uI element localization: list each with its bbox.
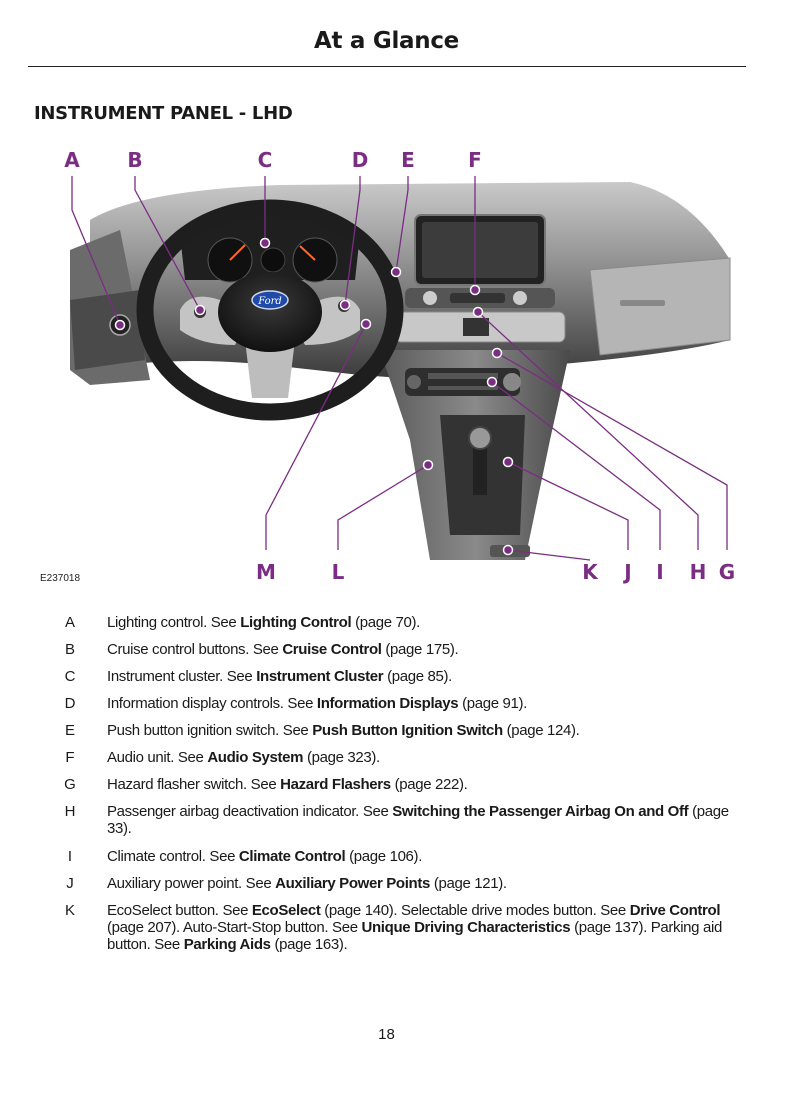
callout-h: H [689,560,707,584]
legend-text: Cruise control buttons. See Cruise Contr… [107,641,742,658]
callout-c: C [257,148,273,172]
legend-letter: A [64,614,75,631]
legend-run: (page 85). [383,668,452,685]
page-header-title: At a Glance [314,28,459,54]
legend-run: Instrument cluster. See [107,668,257,685]
legend-run: (page 70). [351,614,420,631]
legend-run: EcoSelect button. See [107,902,252,919]
legend-text: Information display controls. See Inform… [107,695,742,712]
legend-text: Auxiliary power point. See Auxiliary Pow… [107,875,742,892]
callout-d: D [351,148,369,172]
callout-e: E [401,148,415,172]
legend-run: Push button ignition switch. See [107,722,313,739]
legend-letter: J [66,875,74,892]
legend-run: (page 140). Selectable drive modes butto… [320,902,630,919]
legend-run: (page 121). [430,875,507,892]
legend-run: (page 163). [270,936,348,953]
legend-letter: B [64,641,75,658]
callout-j: J [624,560,632,584]
legend-reference: Parking Aids [183,936,271,953]
legend-run: Auxiliary power point. See [107,875,276,892]
legend-text: Instrument cluster. See Instrument Clust… [107,668,742,685]
header-divider [28,66,746,67]
legend-reference: Drive Control [629,902,721,919]
legend-run: (page 137). Parking aid button. See [107,919,722,953]
callout-a: A [64,148,80,172]
legend-run: Climate control. See [107,848,239,865]
legend-reference: Switching the Passenger Airbag On and Of… [392,803,689,820]
legend-text: Audio unit. See Audio System (page 323). [107,749,742,766]
legend-run: Hazard flasher switch. See [107,776,281,793]
legend-run: (page 207). Auto-Start-Stop button. See [107,919,362,936]
legend-text: Climate control. See Climate Control (pa… [107,848,742,865]
legend-letter: H [64,803,76,820]
callout-i: I [656,560,664,584]
legend-reference: Instrument Cluster [256,668,384,685]
legend-run: (page 106). [345,848,423,865]
legend-text: Hazard flasher switch. See Hazard Flashe… [107,776,742,793]
legend-text: EcoSelect button. See EcoSelect (page 14… [107,902,742,953]
legend-reference: Auxiliary Power Points [275,875,430,892]
legend-run: Audio unit. See [107,749,208,766]
legend-run: Cruise control buttons. See [107,641,283,658]
legend-reference: Hazard Flashers [280,776,391,793]
callout-k: K [582,560,598,584]
page-number: 18 [378,1026,395,1043]
callout-m: M [256,560,276,584]
legend-text: Lighting control. See Lighting Control (… [107,614,742,631]
legend-run: (page 33). [107,803,729,837]
legend-reference: Unique Driving Characteristics [361,919,571,936]
legend-reference: Climate Control [238,848,346,865]
legend-text: Passenger airbag deactivation indicator.… [107,803,742,837]
legend-run: (page 175). [381,641,459,658]
legend-run: Passenger airbag deactivation indicator.… [107,803,393,820]
legend-reference: Push Button Ignition Switch [312,722,503,739]
legend-run: (page 124). [502,722,580,739]
legend-run: Information display controls. See [107,695,317,712]
legend-letter: E [64,722,75,739]
legend-letter: D [64,695,76,712]
legend-run: (page 323). [303,749,380,766]
legend-letter: G [64,776,76,793]
instrument-panel-diagram: Ford A B C D E F M [30,140,760,590]
figure-code: E237018 [40,573,81,584]
callout-b: B [127,148,143,172]
dashboard-illustration: Ford [70,176,731,561]
legend-reference: Audio System [207,749,304,766]
legend-letter: F [65,749,75,766]
legend-reference: Cruise Control [282,641,382,658]
legend-text: Push button ignition switch. See Push Bu… [107,722,742,739]
legend-reference: Lighting Control [240,614,352,631]
callout-l: L [331,560,345,584]
legend-letter: C [64,668,76,685]
legend-reference: EcoSelect [251,902,321,919]
legend-letter: I [67,848,73,865]
legend-run: (page 91). [458,695,527,712]
ford-badge-text: Ford [257,296,282,307]
callout-g: G [718,560,736,584]
legend-run: Lighting control. See [107,614,241,631]
callout-f: F [468,148,482,172]
legend-letter: K [64,902,75,919]
section-title: INSTRUMENT PANEL - LHD [34,103,293,124]
legend-run: (page 222). [390,776,468,793]
legend-reference: Information Displays [316,695,459,712]
